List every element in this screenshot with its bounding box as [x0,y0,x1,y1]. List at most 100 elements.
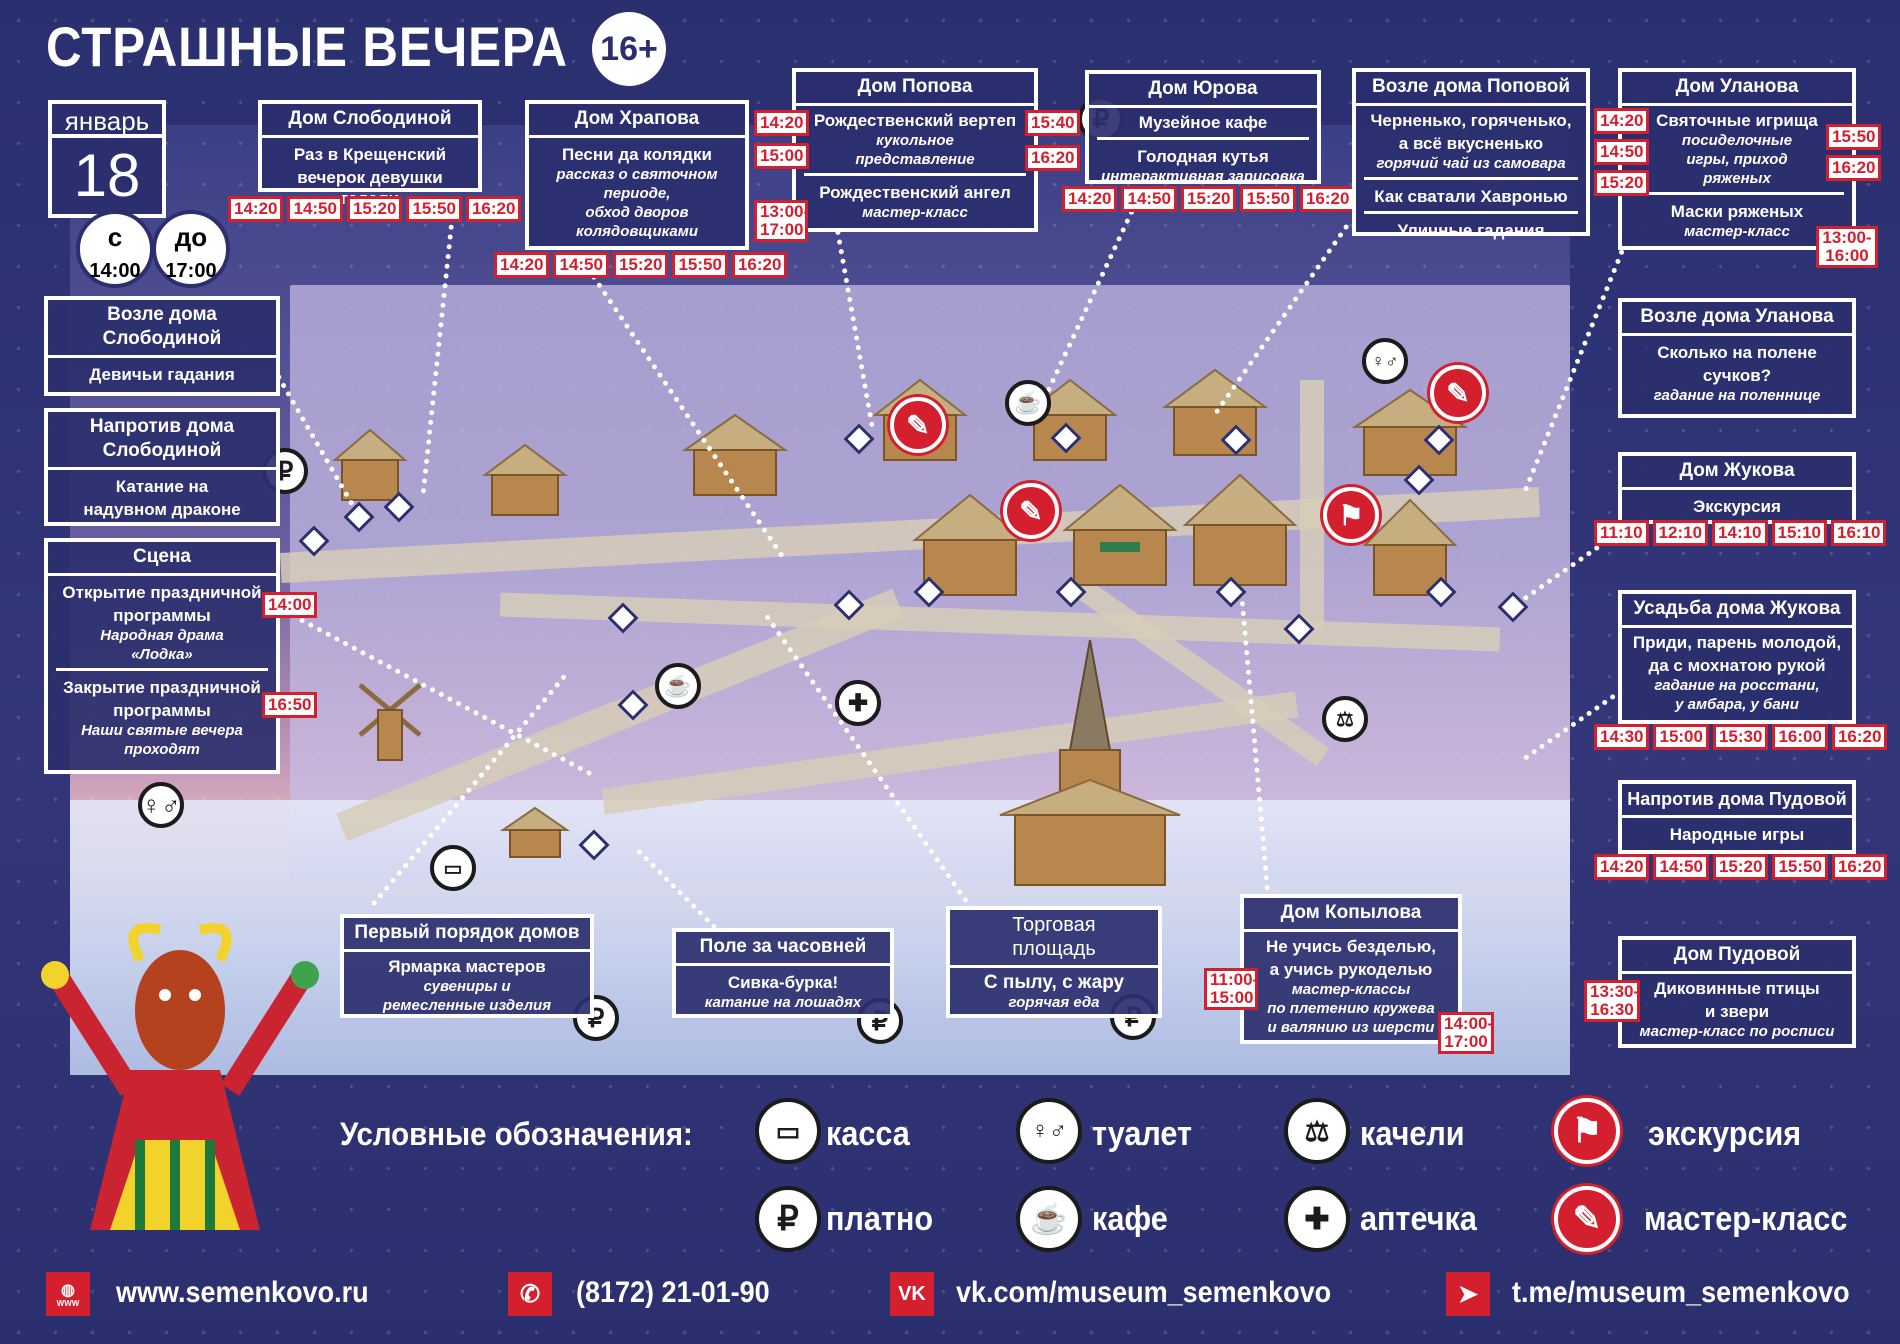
house [480,440,570,520]
box-line: Девичьи гадания [89,365,235,384]
box-ulanova-house[interactable]: Дом Уланова Святочные игрища посиделочны… [1618,68,1856,250]
box-title-line: Торговая [1012,914,1096,936]
box-line: да с мохнатою рукой [1648,656,1826,675]
time-tag: 14:20 [1062,186,1118,212]
time-tag: 16:10 [1831,520,1887,546]
box-line: Раз в Крещенский [293,145,447,164]
vk-icon: VK [890,1272,934,1316]
box-line: Диковинные птицы [1654,979,1820,998]
box-note: представление [855,151,975,168]
box-line: Как сватали Хавронью [1374,187,1568,206]
time-tag: 16:20 [1299,186,1356,212]
cafe-icon[interactable]: ☕ [655,663,701,709]
time-tags: 14:20 14:50 15:20 15:50 16:20 [228,196,522,222]
box-note: мастер-класс [1684,223,1790,240]
box-note: колядовщиками [576,223,698,240]
box-title-line: площадь [1012,938,1096,960]
clock-time: 17:00 [165,260,217,282]
time-tag: 15:20 [612,252,669,278]
telegram-link[interactable]: t.me/museum_semenkovo [1512,1276,1850,1309]
website-link[interactable]: www.semenkovo.ru [116,1276,369,1309]
box-pudova-house[interactable]: Дом Пудовой Диковинные птицы и звери мас… [1618,936,1856,1048]
mascot-illustration [20,900,340,1265]
time-tag: 11:00- 15:00 [1204,968,1258,1010]
time-tag: 14:30 [1594,724,1650,750]
time-tag: 14:50 [1653,854,1709,880]
time-tag: 15:20 [1594,170,1650,196]
box-popova-near[interactable]: Возле дома Поповой Черненько, горяченько… [1352,68,1590,240]
box-slobodina-near[interactable]: Возле дома Слободиной Девичьи гадания [44,296,280,396]
box-zhukova-house[interactable]: Дом Жукова Экскурсия [1618,452,1856,524]
box-first-row[interactable]: Первый порядок домов Ярмарка мастеров су… [340,914,594,1018]
cash-icon: ▭ [755,1098,821,1164]
firstaid-icon: ✚ [1284,1186,1350,1252]
box-ulanova-near[interactable]: Возле дома Уланова Сколько на полене суч… [1618,298,1856,418]
time-tag: 16:20 [1826,155,1882,181]
box-title: Возле дома Поповой [1356,72,1586,106]
box-note: горячая еда [1008,994,1100,1011]
box-title: Поле за часовней [676,932,890,966]
masterclass-icon[interactable]: ✎ [1003,483,1059,539]
box-title: Дом Юрова [1089,74,1317,108]
firstaid-icon[interactable]: ✚ [835,680,881,726]
box-line: Голодная кутья [1137,147,1269,166]
box-kopylova-house[interactable]: Дом Копылова Не учись безделью, а учись … [1240,894,1462,1044]
legend-label-masterclass: мастер-класс [1644,1200,1848,1238]
masterclass-icon[interactable]: ✎ [890,397,946,453]
box-slobodina-house[interactable]: Дом Слободиной Раз в Крещенский вечерок … [258,100,482,208]
toilet-icon[interactable]: ♀♂ [1362,338,1408,384]
vk-link[interactable]: vk.com/museum_semenkovo [956,1276,1332,1309]
age-rating-badge: 16+ [592,12,666,86]
box-khrapova-house[interactable]: Дом Храпова Песни да колядки рассказ о с… [525,100,749,250]
time-tag: 15:50 [1826,124,1882,150]
box-line: Народные игры [1669,825,1805,844]
toilet-icon: ♀♂ [1016,1098,1082,1164]
swings-icon[interactable]: ⚖ [1322,696,1368,742]
box-chapel-field[interactable]: Поле за часовней Сивка-бурка! катание на… [672,928,894,1018]
time-tags: 14:30 15:00 15:30 16:00 16:20 [1594,724,1888,750]
web-icon-glyph: ◍ [61,1282,75,1299]
box-popova-house[interactable]: Дом Попова Рождественский вертеп кукольн… [792,68,1038,232]
time-tag: 15:20 [1180,186,1237,212]
box-pudova-opposite[interactable]: Напротив дома Пудовой Народные игры [1618,780,1856,854]
time-tag: 15:50 [1772,854,1828,880]
box-line: Рождественский ангел [819,183,1011,202]
box-note: катание на лошадях [704,994,862,1011]
box-note: Народная драма [100,627,224,644]
box-yurova-house[interactable]: Дом Юрова Музейное кафе Голодная кутья и… [1085,70,1321,185]
box-trade-square[interactable]: Торговая площадь С пылу, с жару горячая … [946,906,1162,1018]
box-line: Музейное кафе [1138,113,1268,132]
time-tag: 14:50 [1594,139,1650,165]
phone-number[interactable]: (8172) 21-01-90 [576,1276,770,1309]
tour-icon[interactable]: ⚑ [1323,487,1379,543]
box-note: «Лодка» [131,646,193,663]
legend-label-toilet: туалет [1092,1115,1193,1153]
date-calendar: январь 18 [48,100,166,218]
box-stage[interactable]: Сцена Открытие праздничной программы Нар… [44,538,280,774]
house [1180,470,1300,590]
box-title: Дом Пудовой [1622,940,1852,974]
cafe-icon[interactable]: ☕ [1005,380,1051,426]
cash-icon[interactable]: ▭ [430,845,476,891]
time-tag: 15:10 [1771,520,1827,546]
box-note: мастер-класс [862,204,968,221]
time-tag: 14:20 [754,110,810,136]
time-tag: 15:20 [346,196,403,222]
box-note: ремесленные изделия [382,997,552,1014]
web-icon: ◍ WWW [46,1272,90,1316]
time-tag: 15:00 [754,143,810,169]
divider [1364,177,1578,180]
windmill [350,675,430,765]
box-note: периоде, [603,185,671,202]
masterclass-icon[interactable]: ✎ [1430,365,1486,421]
phone-icon: ✆ [508,1272,552,1316]
box-zhukova-estate[interactable]: Усадьба дома Жукова Приди, парень молодо… [1618,590,1856,724]
divider [1364,211,1578,214]
legend-label-tour: экскурсия [1648,1115,1802,1153]
box-slobodina-opposite[interactable]: Напротив дома Слободиной Катание на наду… [44,408,280,526]
box-title: Первый порядок домов [344,918,590,952]
toilet-icon[interactable]: ♀♂ [138,782,184,828]
box-title: Дом Слободиной [262,104,478,138]
house [1060,480,1180,590]
time-tag: 16:50 [262,692,318,718]
